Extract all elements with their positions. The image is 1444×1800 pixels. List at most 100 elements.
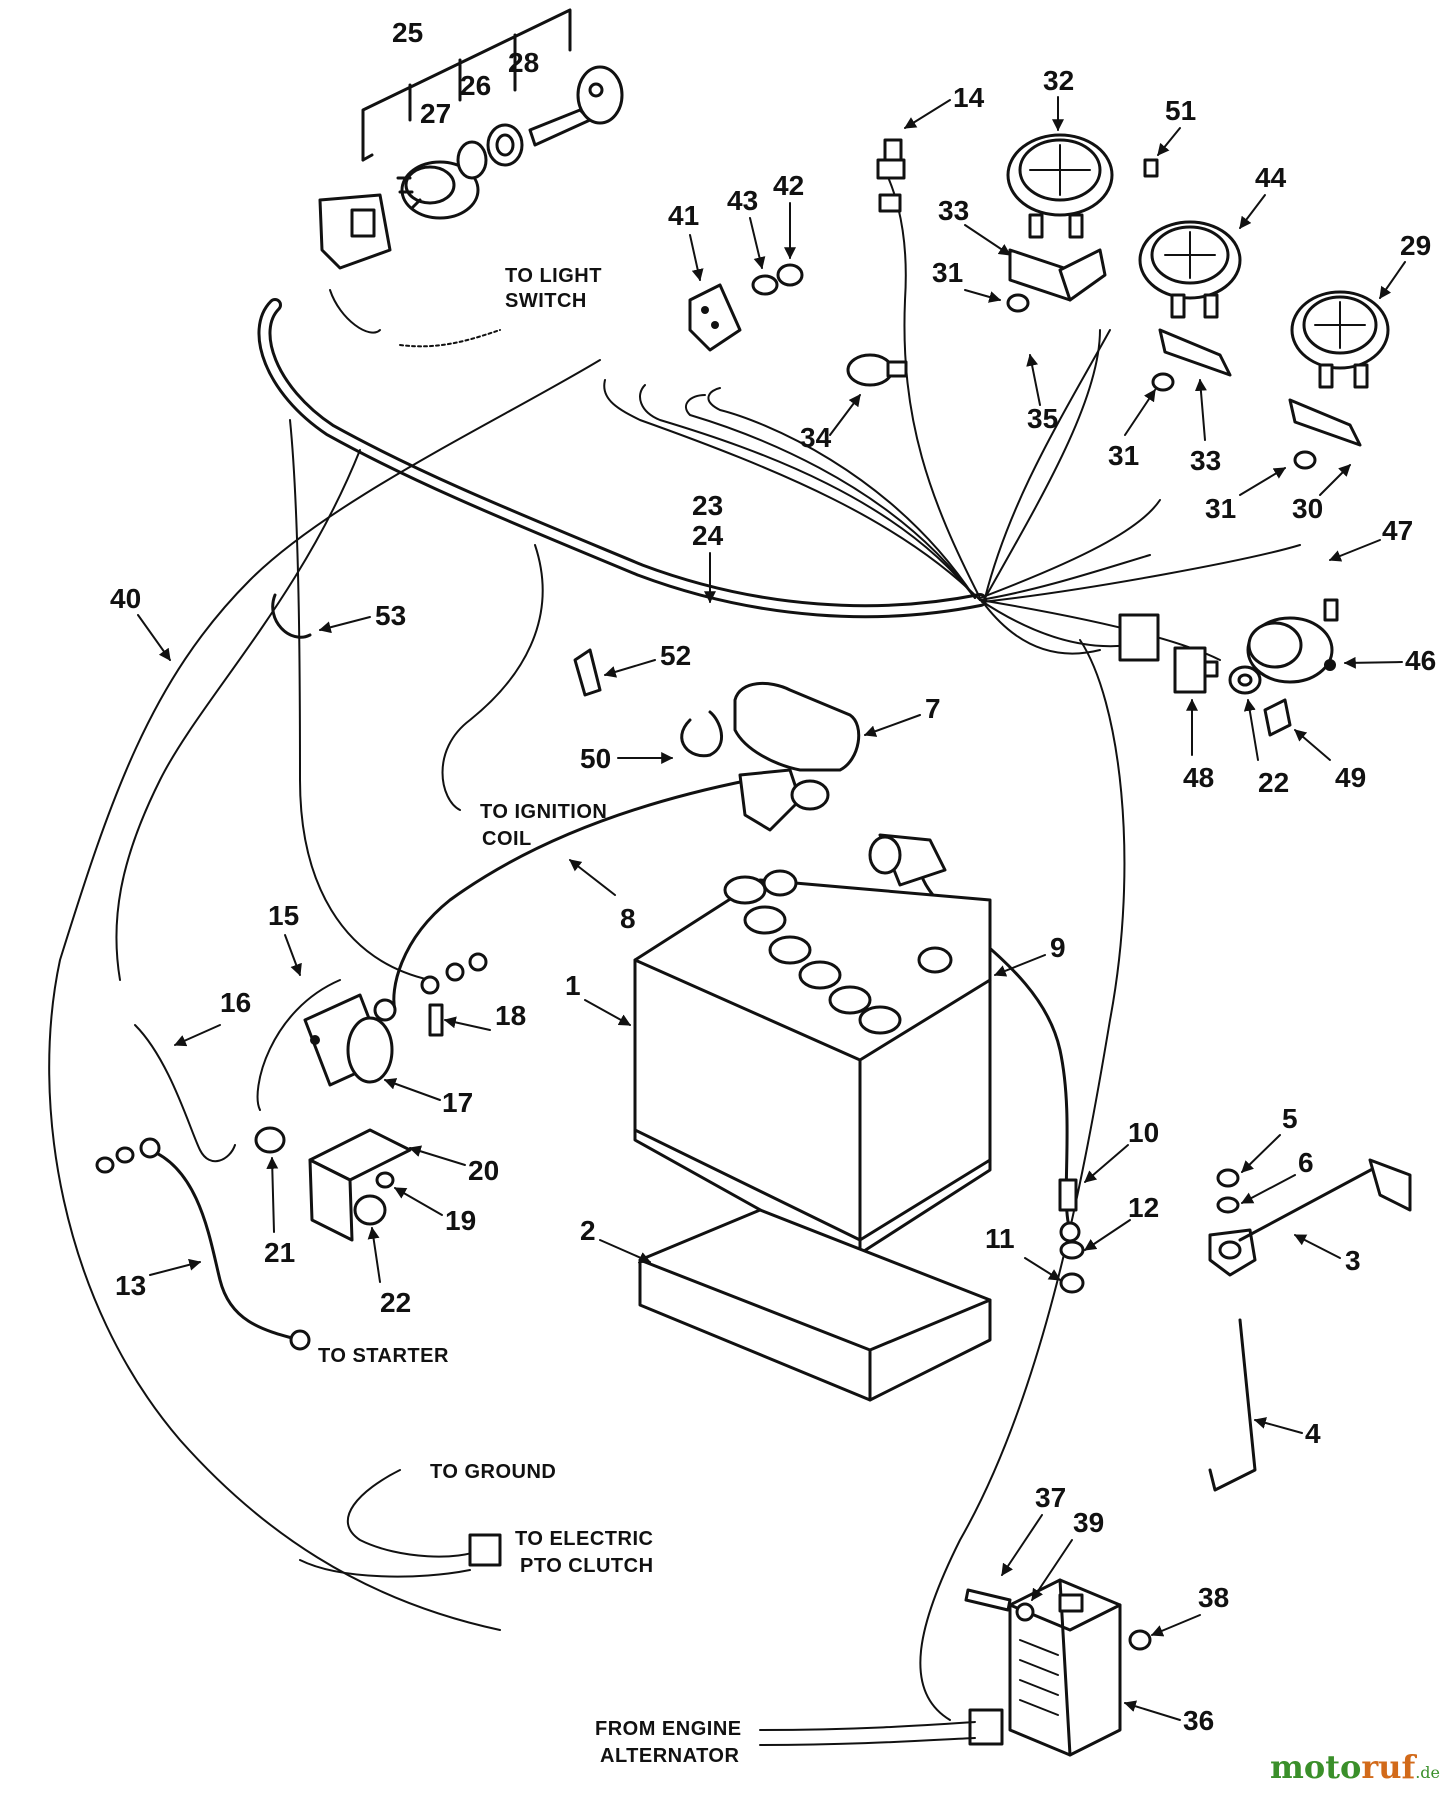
callout-27: 27 bbox=[420, 98, 451, 129]
callout-51: 51 bbox=[1165, 95, 1196, 126]
callout-16: 16 bbox=[220, 987, 251, 1018]
notes: TO LIGHT SWITCH TO IGNITION COIL TO STAR… bbox=[318, 265, 741, 1767]
callout-11: 11 bbox=[985, 1223, 1015, 1254]
tray-2 bbox=[638, 1208, 992, 1402]
callout-42: 42 bbox=[773, 170, 804, 201]
note-pto-1: TO ELECTRIC bbox=[515, 1528, 653, 1550]
nut-5 bbox=[1216, 1168, 1240, 1188]
callout-9: 9 bbox=[1050, 932, 1066, 963]
callout-5: 5 bbox=[1282, 1103, 1298, 1134]
note-ground: TO GROUND bbox=[430, 1461, 556, 1483]
callout-25: 25 bbox=[392, 17, 423, 48]
connector-41 bbox=[688, 283, 742, 352]
callout-41: 41 bbox=[668, 200, 699, 231]
gauge-29 bbox=[1288, 290, 1390, 447]
callout-28: 28 bbox=[508, 47, 539, 78]
nut-42 bbox=[776, 263, 804, 287]
nut-19 bbox=[375, 1171, 395, 1189]
callout-49: 49 bbox=[1335, 762, 1366, 793]
terminal-21 bbox=[254, 1126, 286, 1154]
wire-harness bbox=[48, 159, 1301, 1721]
callout-32: 32 bbox=[1043, 65, 1074, 96]
callout-37: 37 bbox=[1035, 1482, 1066, 1513]
clip-49 bbox=[1263, 698, 1292, 737]
callout-26: 26 bbox=[460, 70, 491, 101]
callout-53: 53 bbox=[375, 600, 406, 631]
nut-38 bbox=[1128, 1629, 1152, 1651]
solenoid-17 bbox=[303, 993, 394, 1087]
callout-21: 21 bbox=[264, 1237, 295, 1268]
gauge-44 bbox=[1138, 220, 1242, 377]
callout-29: 29 bbox=[1400, 230, 1431, 261]
watermark-logo: motoruf.de bbox=[1270, 1748, 1440, 1786]
callout-1: 1 bbox=[565, 970, 581, 1001]
alternator-connector bbox=[759, 1708, 1004, 1746]
note-alternator-2: ALTERNATOR bbox=[600, 1745, 739, 1767]
hardware-8-end bbox=[420, 952, 488, 995]
callout-48: 48 bbox=[1183, 762, 1214, 793]
callout-17: 17 bbox=[442, 1087, 473, 1118]
callout-20: 20 bbox=[468, 1155, 499, 1186]
callout-44: 44 bbox=[1255, 162, 1287, 193]
callout-23: 23 bbox=[692, 490, 723, 521]
callout-24: 24 bbox=[692, 520, 724, 551]
bracket-20 bbox=[308, 1128, 412, 1242]
callout-8: 8 bbox=[620, 903, 636, 934]
callout-4: 4 bbox=[1305, 1418, 1321, 1449]
battery-1 bbox=[633, 869, 992, 1262]
callout-38: 38 bbox=[1198, 1582, 1229, 1613]
callout-33b: 33 bbox=[1190, 445, 1221, 476]
hold-down-3 bbox=[1208, 1158, 1412, 1277]
wire-15 bbox=[256, 979, 341, 1111]
callout-6: 6 bbox=[1298, 1147, 1314, 1178]
cable-8 bbox=[373, 768, 830, 1022]
callout-30: 30 bbox=[1292, 493, 1323, 524]
callout-47: 47 bbox=[1382, 515, 1413, 546]
callout-2: 2 bbox=[580, 1215, 596, 1246]
key-switch-assembly bbox=[318, 8, 624, 270]
sender-46 bbox=[1246, 616, 1336, 684]
note-light-switch-2: SWITCH bbox=[505, 290, 587, 312]
callouts: 25 27 26 28 14 32 51 44 29 41 43 42 33 3… bbox=[110, 17, 1436, 1736]
nut-22 bbox=[1228, 665, 1262, 695]
callout-18: 18 bbox=[495, 1000, 526, 1031]
nut-22b bbox=[353, 1194, 387, 1226]
callout-36: 36 bbox=[1183, 1705, 1214, 1736]
key-28 bbox=[528, 65, 624, 147]
cable-13 bbox=[95, 1137, 311, 1351]
callout-22b: 22 bbox=[380, 1287, 411, 1318]
callout-50: 50 bbox=[580, 743, 611, 774]
bolt-10 bbox=[1058, 1178, 1078, 1212]
callout-3: 3 bbox=[1345, 1245, 1361, 1276]
battery-cover-7 bbox=[733, 681, 861, 772]
callout-10: 10 bbox=[1128, 1117, 1159, 1148]
connector-block bbox=[1118, 613, 1160, 662]
gauge-32 bbox=[1006, 133, 1114, 302]
washer-39 bbox=[1015, 1602, 1035, 1622]
regulator-36 bbox=[1008, 1578, 1122, 1757]
callout-33a: 33 bbox=[938, 195, 969, 226]
sender-34 bbox=[846, 353, 908, 387]
callout-15: 15 bbox=[268, 900, 299, 931]
washer-6 bbox=[1216, 1196, 1240, 1214]
callout-31b: 31 bbox=[1108, 440, 1139, 471]
callout-40: 40 bbox=[110, 583, 141, 614]
callout-52: 52 bbox=[660, 640, 691, 671]
note-ignition-2: COIL bbox=[482, 828, 532, 850]
svg-text:motoruf.de: motoruf.de bbox=[1270, 1748, 1440, 1786]
washer-43 bbox=[751, 274, 779, 296]
wire-16 bbox=[134, 1024, 236, 1163]
ring-27 bbox=[456, 140, 488, 180]
switch-48 bbox=[1173, 646, 1219, 694]
callout-39: 39 bbox=[1073, 1507, 1104, 1538]
note-ignition-1: TO IGNITION bbox=[480, 801, 607, 823]
callout-13: 13 bbox=[115, 1270, 146, 1301]
note-light-switch-1: TO LIGHT bbox=[505, 265, 602, 287]
strap-53 bbox=[271, 593, 312, 639]
callout-34: 34 bbox=[800, 422, 832, 453]
callout-31a: 31 bbox=[932, 257, 963, 288]
note-starter: TO STARTER bbox=[318, 1345, 449, 1367]
bolt-18 bbox=[428, 1003, 444, 1037]
rod-4 bbox=[1208, 1318, 1257, 1492]
